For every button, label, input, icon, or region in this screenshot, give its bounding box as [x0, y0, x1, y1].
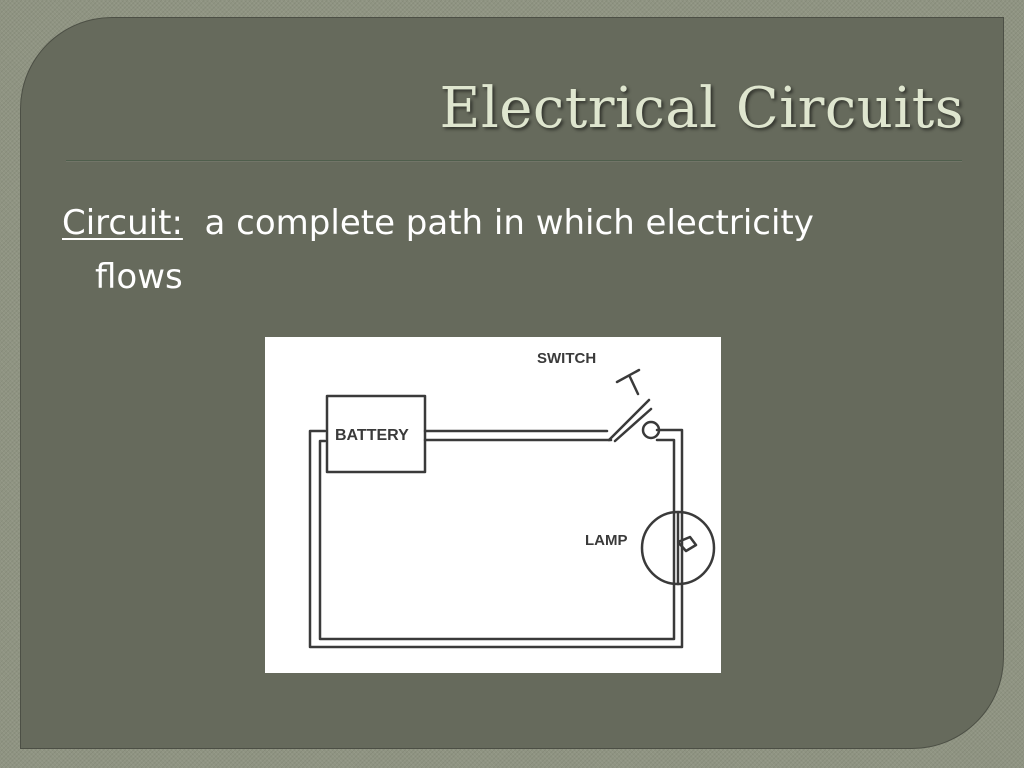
- battery-box: [325, 394, 427, 474]
- switch-handle: [615, 368, 641, 396]
- title-divider: [66, 160, 962, 161]
- wire-inner: [318, 438, 676, 641]
- lamp-filament: [676, 511, 698, 586]
- definition-bullet: Circuit: a complete path in which electr…: [62, 196, 815, 304]
- battery-label: BATTERY: [335, 427, 409, 444]
- slide-title: Electrical Circuits: [439, 76, 964, 141]
- switch-blade: [607, 398, 651, 442]
- lamp-label: LAMP: [585, 532, 628, 549]
- wire-outer: [308, 428, 684, 649]
- switch-blade-inner: [613, 407, 653, 443]
- bullet-definition: a complete path in which electricity flo…: [95, 203, 814, 297]
- bullet-term: Circuit:: [62, 203, 183, 243]
- circuit-diagram-svg: BATTERY SWITCH LAMP: [308, 350, 716, 649]
- switch-contact: [641, 420, 661, 440]
- switch-label: SWITCH: [537, 350, 596, 367]
- circuit-diagram: BATTERY SWITCH LAMP: [265, 337, 721, 673]
